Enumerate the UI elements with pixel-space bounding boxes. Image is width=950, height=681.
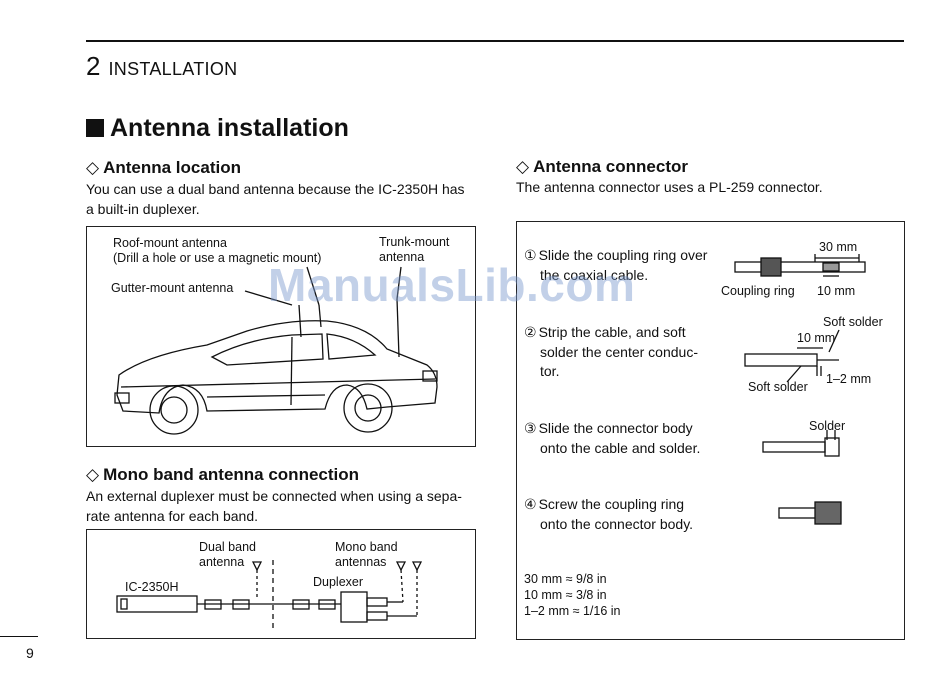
roof-mount-label: Roof-mount antenna (Drill a hole or use … [113,236,322,265]
header-rule [86,40,904,42]
chapter-heading: 2 INSTALLATION [86,52,237,83]
mono-band-diagram [116,560,423,630]
car-figure: Roof-mount antenna (Drill a hole or use … [86,226,476,447]
antenna-connector-heading: ◇Antenna connector [516,157,688,176]
mono-band-body: An external duplexer must be connected w… [86,488,462,524]
radio-label: IC-2350H [125,580,179,594]
conversion-list: 30 mm ≈ 9/8 in 10 mm ≈ 3/8 in 1–2 mm ≈ 1… [524,571,621,619]
soft-solder-bottom-label: Soft solder [748,380,808,394]
solder-label: Solder [809,419,846,433]
soft-solder-top-label: Soft solder [823,315,883,329]
dual-band-label: Dual band antenna [199,540,256,569]
conversion-item: 30 mm ≈ 9/8 in [524,572,607,586]
diamond-icon: ◇ [516,157,530,176]
gutter-mount-label: Gutter-mount antenna [111,281,234,295]
square-bullet-icon [86,119,104,137]
section-title: Antenna installation [86,113,349,143]
diamond-icon: ◇ [86,158,100,177]
dim-10mm-label-b: 10 mm [797,331,836,345]
diamond-icon: ◇ [86,465,100,484]
antenna-connector-body: The antenna connector uses a PL-259 conn… [516,179,823,195]
conversion-item: 1–2 mm ≈ 1/16 in [524,604,621,618]
antenna-location-heading: ◇Antenna location [86,158,241,177]
dim-30mm-label: 30 mm [819,240,858,254]
coupling-ring-label: Coupling ring [721,284,795,298]
page-number-rule [0,636,38,637]
mono-band-figure: Dual band antenna Mono band antennas IC-… [86,529,476,639]
connector-diagrams [734,254,866,525]
chapter-number: 2 [86,51,101,81]
mono-band-heading: ◇Mono band antenna connection [86,465,360,484]
dim-10mm-label-a: 10 mm [817,284,856,298]
section-title-text: Antenna installation [110,114,349,142]
mono-band-label: Mono band antennas [335,540,398,569]
antenna-location-body: You can use a dual band antenna because … [86,181,465,217]
dim-1-2mm-label: 1–2 mm [826,372,872,386]
conversion-item: 10 mm ≈ 3/8 in [524,588,607,602]
trunk-mount-label: Trunk-mount antenna [379,235,450,264]
chapter-title: INSTALLATION [108,59,238,79]
page-number: 9 [26,645,34,661]
watermark: ManualsLib.com [268,259,636,311]
duplexer-label: Duplexer [313,575,364,589]
car-illustration [114,266,438,435]
